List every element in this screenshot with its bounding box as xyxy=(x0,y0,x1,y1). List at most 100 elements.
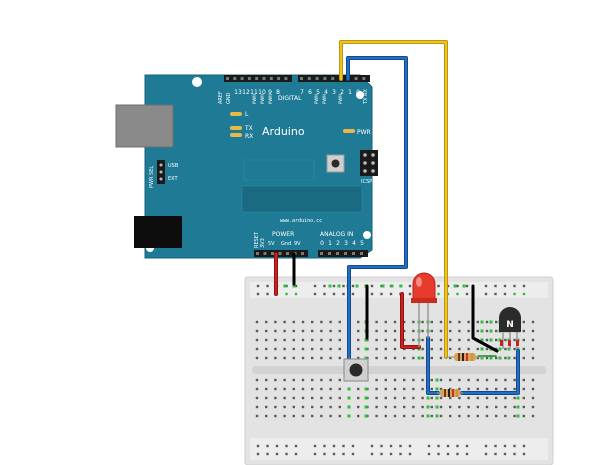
breadboard-hole xyxy=(437,284,440,288)
connected-hole xyxy=(498,347,502,351)
aref-label: AREF xyxy=(218,91,224,104)
breadboard-hole xyxy=(384,347,387,351)
breadboard-hole xyxy=(301,405,305,409)
breadboard-hole xyxy=(522,405,525,409)
breadboard-hole xyxy=(421,405,424,409)
breadboard-hole xyxy=(467,396,470,400)
url-label: www.arduino.cc xyxy=(280,218,322,224)
header-pin xyxy=(278,252,282,255)
breadboard-hole xyxy=(351,444,355,448)
breadboard-hole xyxy=(485,387,489,391)
breadboard-hole xyxy=(513,405,516,409)
breadboard-hole xyxy=(338,396,341,400)
breadboard-hole xyxy=(458,320,461,324)
breadboard-hole xyxy=(292,338,295,342)
breadboard-hole xyxy=(467,338,470,342)
breadboard-hole xyxy=(439,387,443,391)
breadboard-hole xyxy=(311,356,314,360)
pwm-label: PWM xyxy=(268,94,273,104)
breadboard-hole xyxy=(421,338,424,342)
breadboard-hole xyxy=(421,378,424,382)
breadboard-hole xyxy=(531,414,535,418)
breadboard-hole xyxy=(437,444,440,448)
connected-hole xyxy=(283,284,287,288)
breadboard-hole xyxy=(320,396,323,400)
ext-label: EXT xyxy=(168,176,178,182)
connected-hole xyxy=(507,347,511,351)
breadboard-hole xyxy=(430,378,433,382)
breadboard-hole xyxy=(484,284,488,288)
connected-hole xyxy=(480,347,484,351)
header-pin xyxy=(360,252,363,255)
gnd-label: Gnd xyxy=(281,241,291,247)
digital-pin-number: 7 xyxy=(300,89,304,96)
breadboard-hole xyxy=(408,292,412,296)
breadboard-hole xyxy=(408,284,412,288)
breadboard-hole xyxy=(311,378,314,382)
breadboard-hole xyxy=(403,405,406,409)
pwm-label: PWM xyxy=(338,94,343,104)
connected-hole xyxy=(426,414,430,418)
breadboard-hole xyxy=(522,452,526,456)
breadboard-hole xyxy=(323,284,326,288)
breadboard-hole xyxy=(467,387,470,391)
breadboard-hole xyxy=(265,405,268,409)
breadboard-hole xyxy=(311,329,314,333)
connected-hole xyxy=(489,329,493,333)
breadboard-hole xyxy=(311,320,314,324)
header-pin xyxy=(247,77,251,80)
connected-hole xyxy=(516,414,520,418)
breadboard-hole xyxy=(430,329,433,333)
breadboard-hole xyxy=(375,414,378,418)
breadboard-hole xyxy=(384,320,387,324)
breadboard-hole xyxy=(323,444,326,448)
connected-hole xyxy=(364,347,368,351)
breadboard-hole xyxy=(408,444,412,448)
breadboard-hole xyxy=(313,444,317,448)
breadboard-hole xyxy=(437,292,440,296)
breadboard-hole xyxy=(449,329,452,333)
breadboard-hole xyxy=(389,452,393,456)
breadboard-hole xyxy=(399,444,402,448)
breadboard-hole xyxy=(430,387,433,391)
breadboard-hole xyxy=(357,338,360,342)
blue-wire-button xyxy=(346,56,408,362)
breadboard-hole xyxy=(531,405,535,409)
breadboard-hole xyxy=(522,284,526,288)
header-pin xyxy=(362,77,366,80)
header-pin xyxy=(262,77,266,80)
breadboard-hole xyxy=(320,356,323,360)
connected-hole xyxy=(426,396,430,400)
breadboard-hole xyxy=(476,414,479,418)
connected-hole xyxy=(381,284,385,288)
breadboard-hole xyxy=(370,292,374,296)
breadboard-hole xyxy=(522,396,525,400)
breadboard-hole xyxy=(323,452,326,456)
breadboard-hole xyxy=(320,378,323,382)
breadboard-hole xyxy=(294,284,298,288)
breadboard-hole xyxy=(522,444,526,448)
breadboard-hole xyxy=(384,396,387,400)
breadboard-hole xyxy=(384,329,387,333)
breadboard-hole xyxy=(292,414,295,418)
breadboard-hole xyxy=(421,320,424,324)
breadboard-hole xyxy=(393,347,397,351)
breadboard-hole xyxy=(274,378,277,382)
breadboard-hole xyxy=(531,329,535,333)
breadboard-hole xyxy=(393,396,397,400)
breadboard-hole xyxy=(375,338,378,342)
breadboard-hole xyxy=(266,292,269,296)
breadboard-hole xyxy=(485,356,489,360)
breadboard-hole xyxy=(522,347,525,351)
breadboard-hole xyxy=(531,378,535,382)
connected-hole xyxy=(347,405,351,409)
breadboard-hole xyxy=(393,378,397,382)
breadboard-hole xyxy=(338,414,341,418)
breadboard-hole xyxy=(274,329,277,333)
breadboard-hole xyxy=(408,452,412,456)
breadboard-hole xyxy=(256,452,260,456)
breadboard-hole xyxy=(301,320,305,324)
breadboard-hole xyxy=(403,356,406,360)
breadboard-hole xyxy=(513,396,516,400)
breadboard-hole xyxy=(504,378,507,382)
